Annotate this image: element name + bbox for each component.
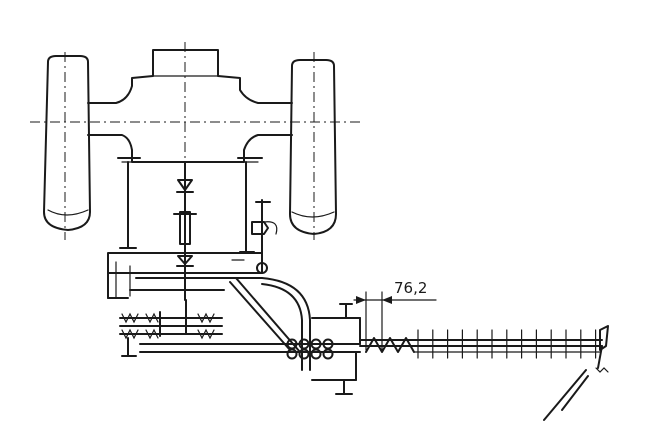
hydraulic-lines: [119, 299, 223, 340]
rear-axle-housing: [87, 49, 293, 163]
knife-sections: [365, 337, 415, 353]
drive-housing-curve: [261, 277, 311, 371]
pitman-bearings: [121, 337, 361, 360]
overload-clutch: [251, 199, 278, 274]
centerlines: [30, 42, 360, 240]
left-rear-wheel: [43, 55, 91, 231]
pitch-dimension: 76,2: [353, 279, 437, 351]
right-rear-wheel: [289, 59, 337, 235]
inner-shoe-supports: [311, 303, 361, 395]
pto-shaft: [173, 161, 197, 301]
hitch-frame: [107, 252, 263, 299]
pitch-dimension-label: 76,2: [394, 279, 427, 297]
axle-flanges: [117, 157, 263, 163]
outer-divider: [543, 325, 609, 421]
mounting-rods: [119, 161, 255, 253]
cutter-bar-guards: [417, 329, 597, 359]
